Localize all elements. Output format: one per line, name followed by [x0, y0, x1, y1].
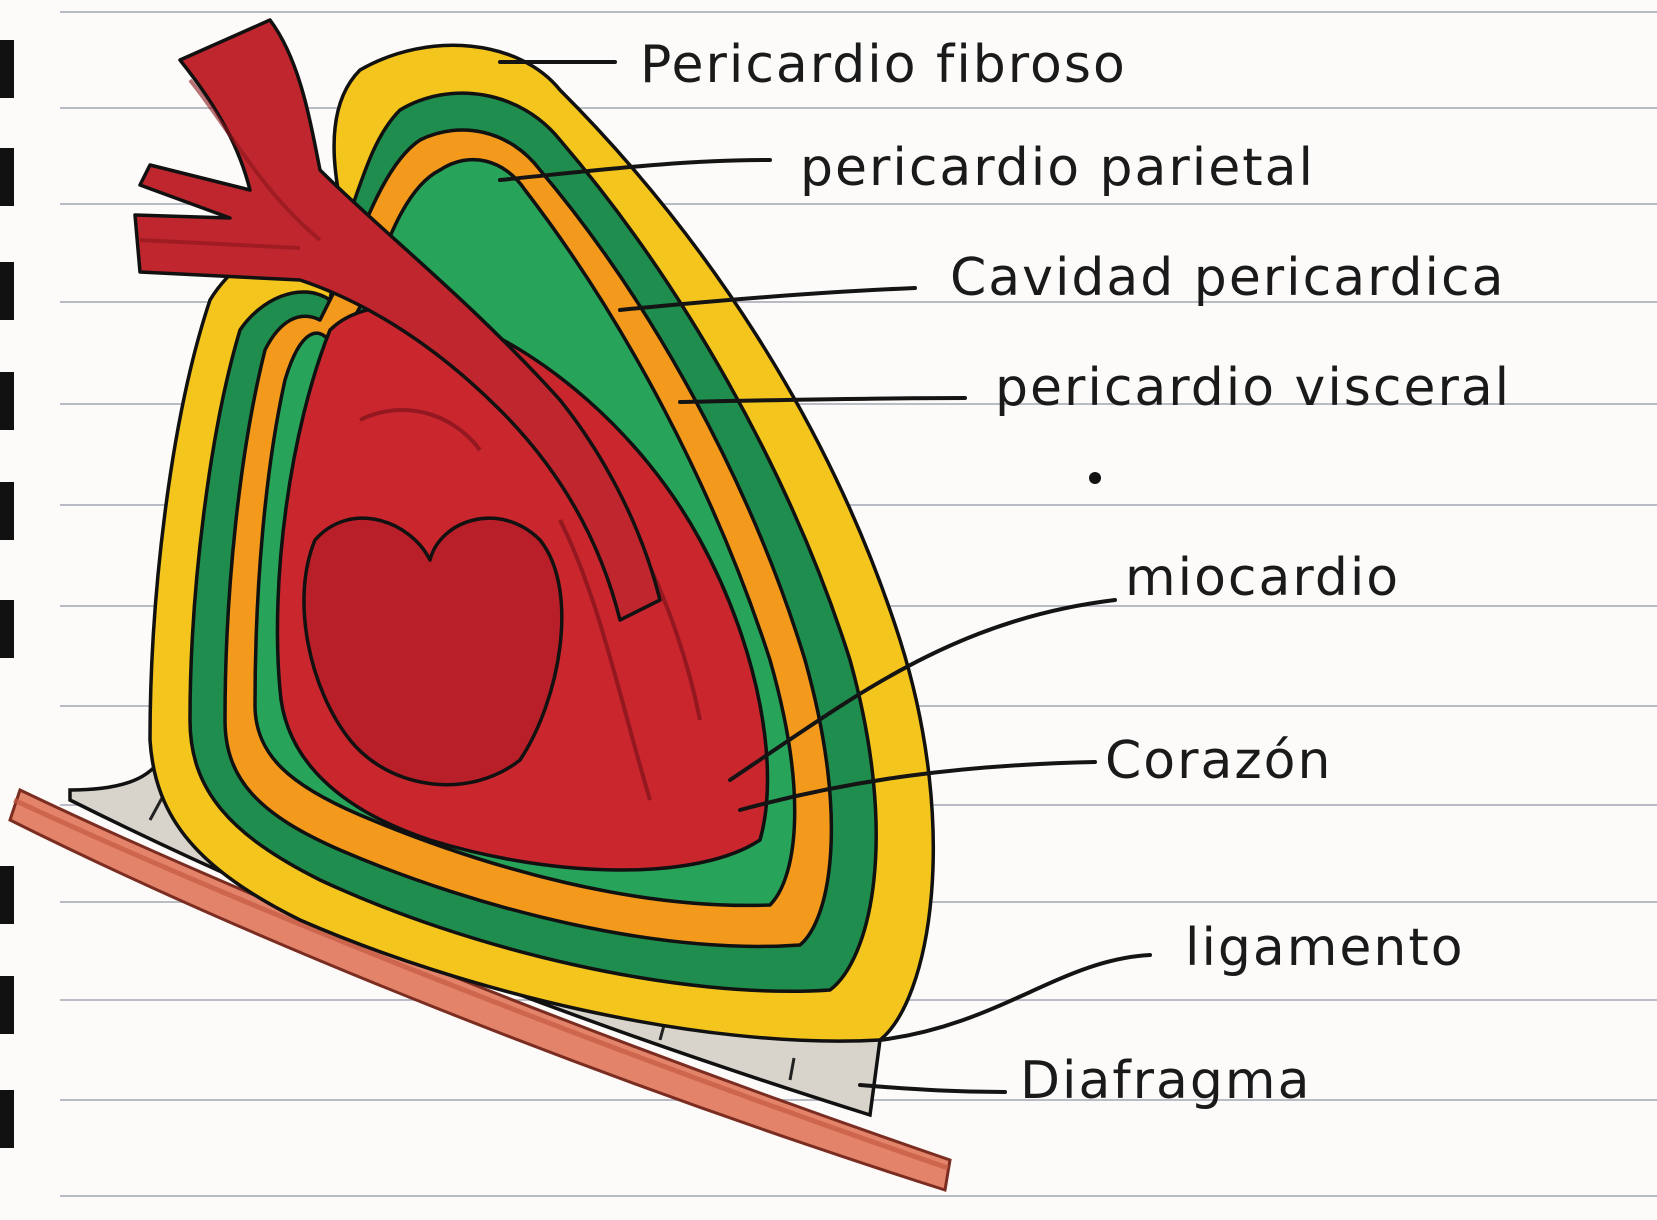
notebook-binding-icon: [0, 40, 14, 1148]
label-ligamento: ligamento: [1185, 918, 1465, 978]
label-pericardio-fibroso: Pericardio fibroso: [640, 35, 1127, 95]
label-pericardio-parietal: pericardio parietal: [800, 138, 1315, 198]
binding-mark: [0, 482, 14, 540]
binding-mark: [0, 372, 14, 430]
pen-dot-icon: [1089, 472, 1101, 484]
binding-mark: [0, 866, 14, 924]
binding-mark: [0, 40, 14, 98]
label-pericardio-visceral: pericardio visceral: [995, 358, 1511, 418]
binding-mark: [0, 262, 14, 320]
binding-mark: [0, 148, 14, 206]
binding-mark: [0, 1090, 14, 1148]
binding-mark: [0, 976, 14, 1034]
label-miocardio: miocardio: [1125, 548, 1400, 608]
label-corazon: Corazón: [1105, 731, 1332, 791]
label-diafragma: Diafragma: [1020, 1051, 1311, 1111]
label-cavidad-pericardica: Cavidad pericardica: [950, 248, 1505, 308]
binding-mark: [0, 600, 14, 658]
leader-diafragma: [860, 1085, 1005, 1092]
